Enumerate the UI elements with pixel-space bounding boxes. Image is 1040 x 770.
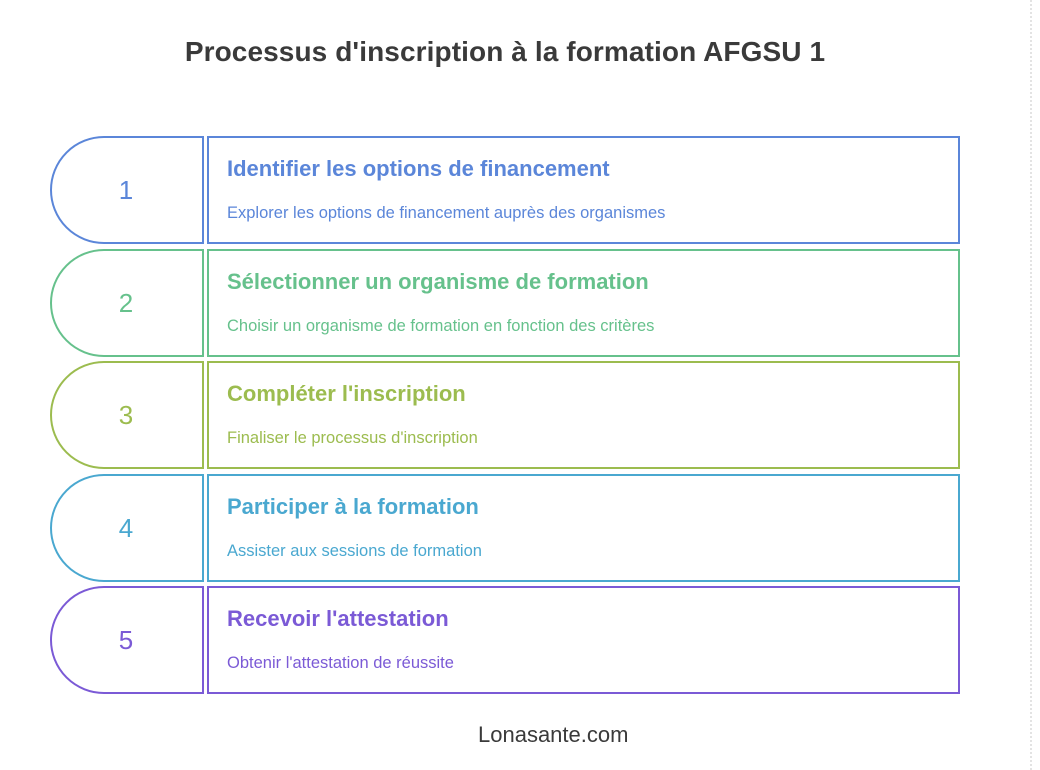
step-number: 1 xyxy=(118,175,134,205)
step-number-tab xyxy=(50,248,204,357)
footer-credit: Lonasante.com xyxy=(478,722,629,747)
step-card: Identifier les options de financement Ex… xyxy=(207,136,960,244)
step-number-tab xyxy=(50,361,204,469)
step-3: 3 Compléter l'inscription Finaliser le p… xyxy=(50,361,962,469)
step-title: Identifier les options de financement xyxy=(227,156,610,181)
step-number: 5 xyxy=(118,625,134,655)
step-1: 1 Identifier les options de financement … xyxy=(50,136,962,244)
dotted-divider xyxy=(1030,0,1032,770)
step-card: Compléter l'inscription Finaliser le pro… xyxy=(207,361,960,469)
step-2: 2 Sélectionner un organisme de formation… xyxy=(50,248,962,357)
step-4: 4 Participer à la formation Assister aux… xyxy=(50,473,962,582)
step-number-tab xyxy=(50,473,204,582)
step-description: Choisir un organisme de formation en fon… xyxy=(227,316,655,335)
step-number-tab xyxy=(50,136,204,244)
step-5: 5 Recevoir l'attestation Obtenir l'attes… xyxy=(50,586,962,694)
step-title: Compléter l'inscription xyxy=(227,381,466,406)
step-number: 4 xyxy=(118,512,134,543)
step-description: Finaliser le processus d'inscription xyxy=(227,429,478,447)
step-card: Participer à la formation Assister aux s… xyxy=(207,473,960,582)
step-card: Recevoir l'attestation Obtenir l'attesta… xyxy=(207,586,960,694)
step-number: 2 xyxy=(118,287,134,318)
step-title: Sélectionner un organisme de formation xyxy=(227,268,649,294)
step-description: Assister aux sessions de formation xyxy=(227,541,482,560)
step-title: Recevoir l'attestation xyxy=(227,606,449,631)
page-title: Processus d'inscription à la formation A… xyxy=(184,36,826,67)
step-number: 3 xyxy=(118,400,134,430)
step-number-tab xyxy=(50,586,204,694)
step-description: Obtenir l'attestation de réussite xyxy=(227,654,454,672)
step-description: Explorer les options de financement aupr… xyxy=(227,204,666,222)
steps-list: 1 Identifier les options de financement … xyxy=(50,136,962,699)
step-title: Participer à la formation xyxy=(227,493,479,519)
step-card: Sélectionner un organisme de formation C… xyxy=(207,248,960,357)
